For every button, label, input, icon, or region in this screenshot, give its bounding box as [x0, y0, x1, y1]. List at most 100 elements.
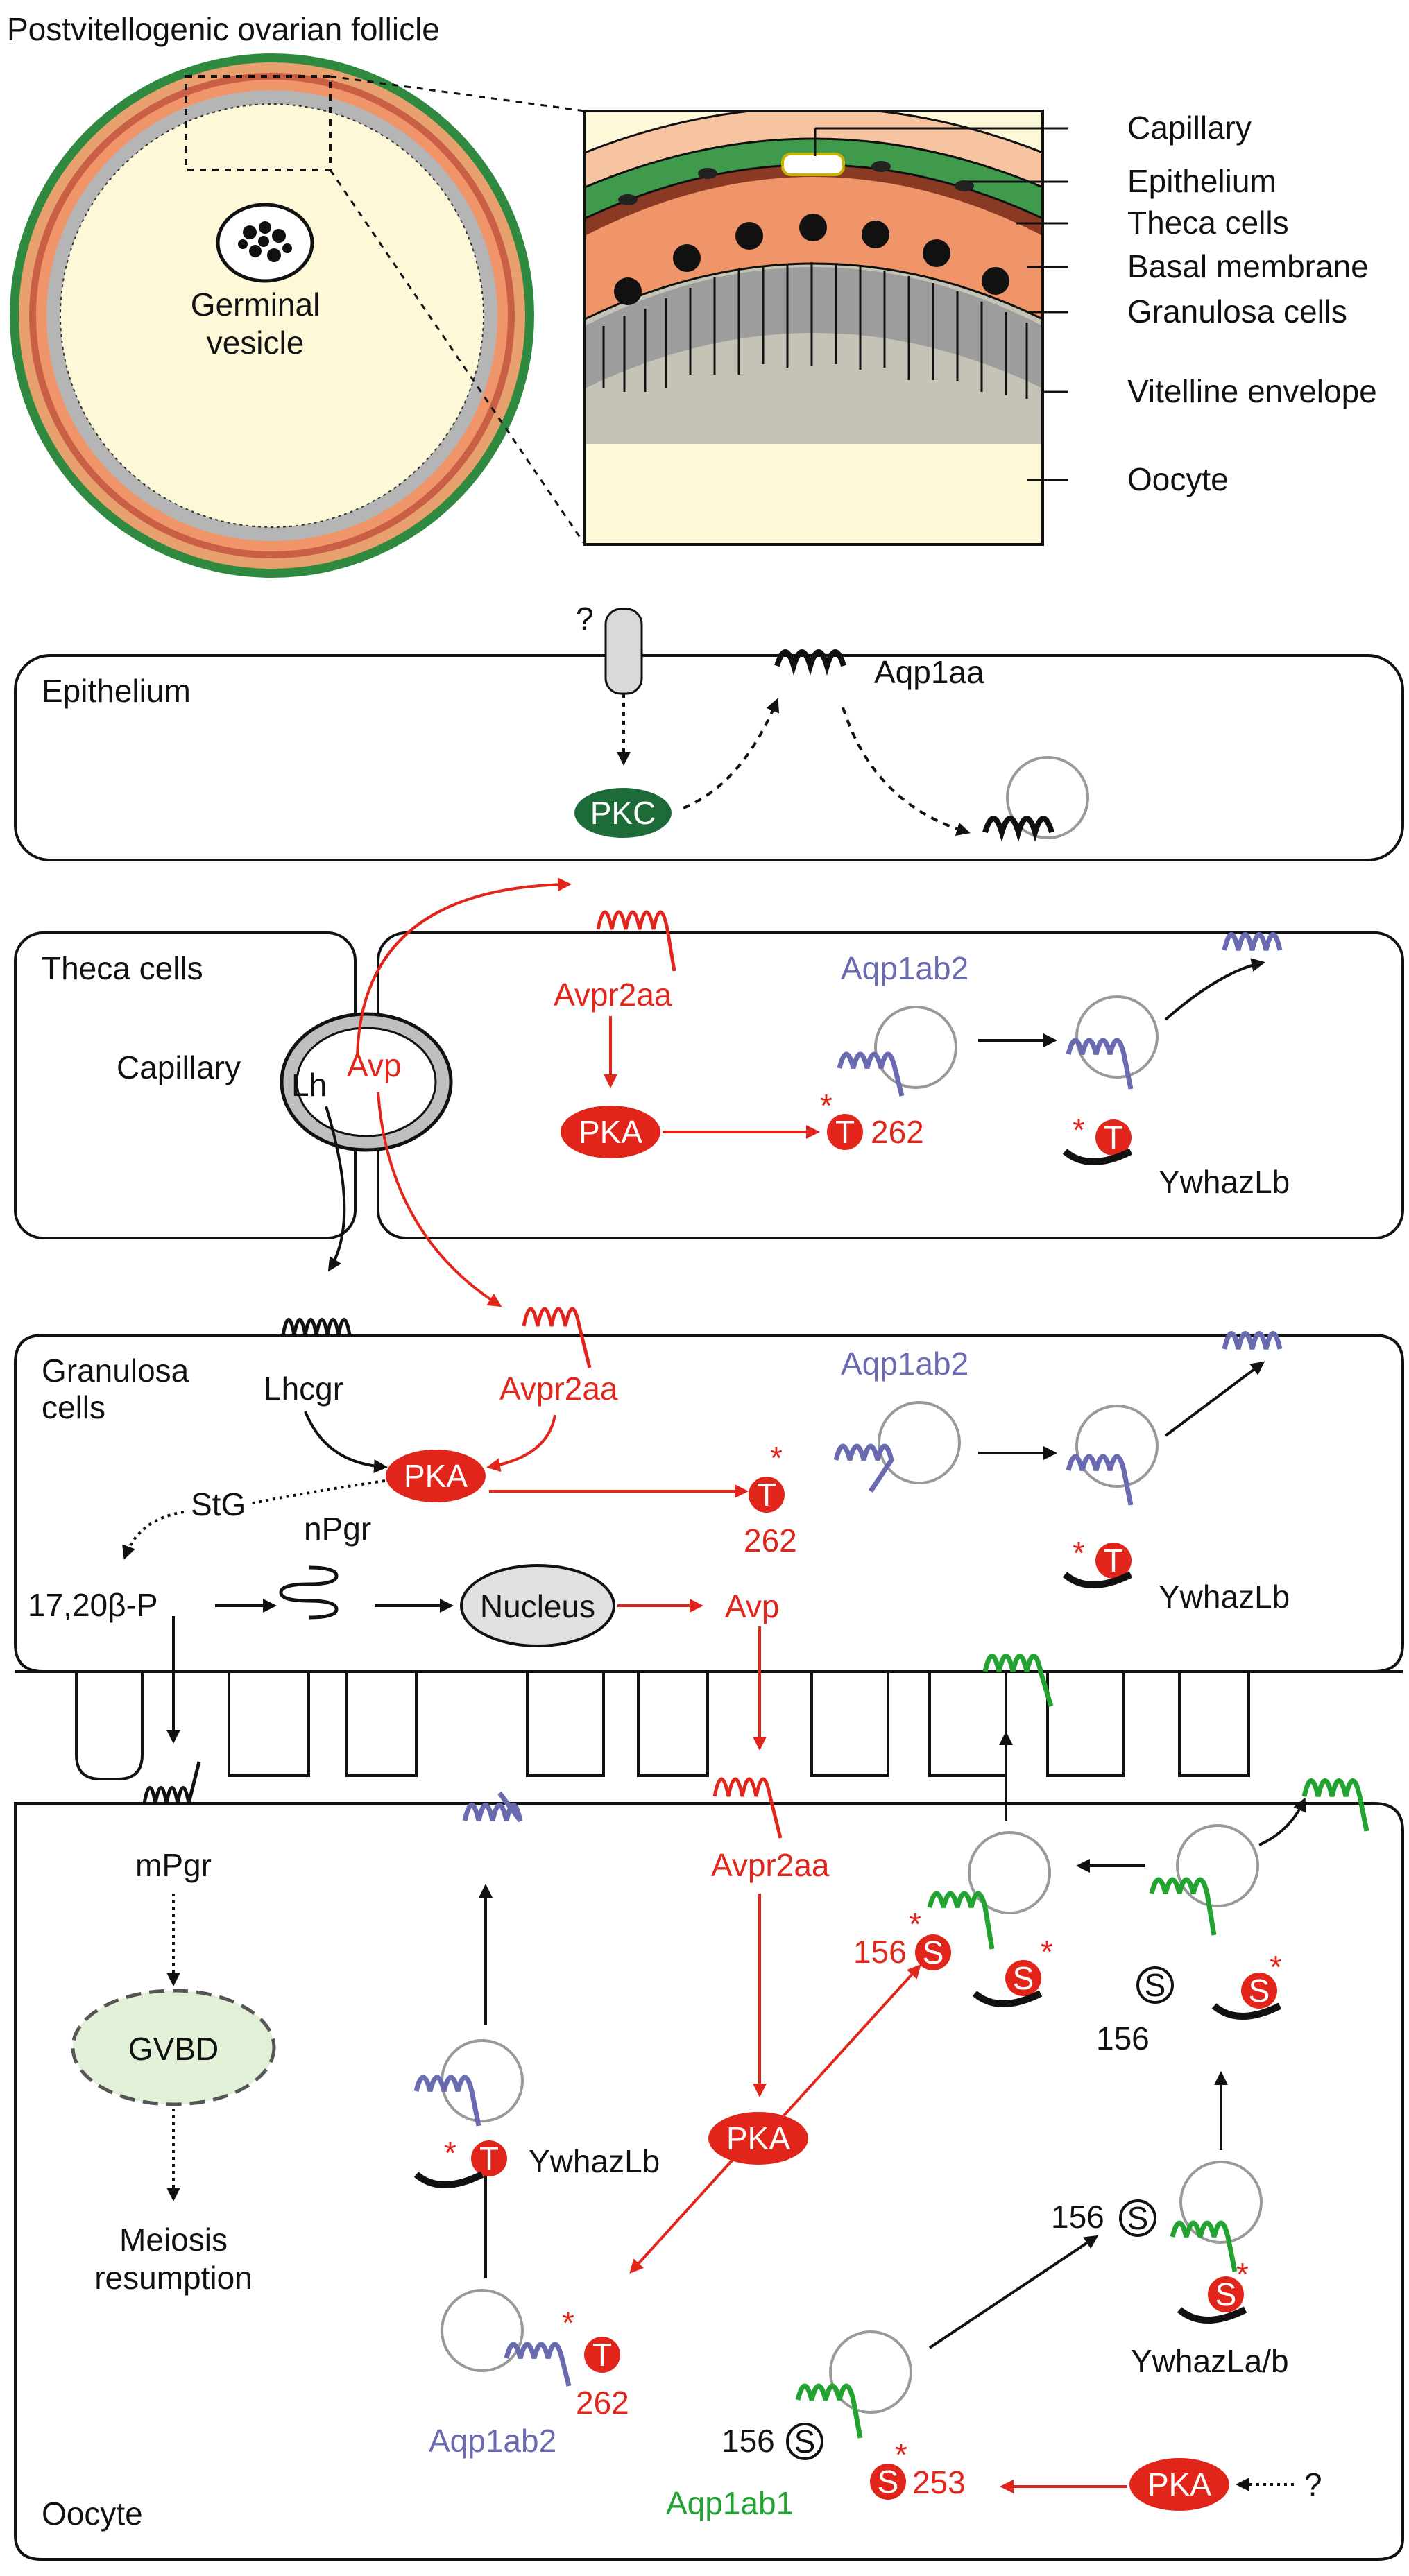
theca-star-1: * [820, 1088, 832, 1124]
site-156-a: 156 [721, 2423, 775, 2459]
avpr2aa-oocyte-label: Avpr2aa [711, 1847, 830, 1883]
legend-granulosa-cells: Granulosa cells [1127, 293, 1347, 329]
aqp1ab1-v4-icon [968, 1831, 1051, 1914]
npgr-label: nPgr [304, 1511, 371, 1547]
aqp1ab2-oocyte-channel-icon [504, 2342, 572, 2387]
aqp1ab2-theca-membrane-icon [1222, 932, 1283, 951]
ywhazlab-icon [1177, 2306, 1247, 2324]
pka-theca-label: PKA [579, 1114, 642, 1150]
avp-to-avpr-theca-arrow [356, 877, 572, 1058]
legend-vitelline-envelope: Vitelline envelope [1127, 373, 1377, 409]
ooc-star-7: * [1041, 1934, 1053, 1970]
aqp1ab2-theca-label: Aqp1ab2 [841, 950, 968, 986]
aqp1aa-channel-icon [774, 649, 846, 676]
germinal-vesicle-label-1: Germinal [191, 286, 321, 323]
aqp1ab1-oocyte-channel-icon [795, 2383, 863, 2439]
theca-label: Theca cells [42, 950, 203, 986]
aqp1ab2-gran-vesicle-icon [878, 1401, 961, 1484]
t262-gran-site: 262 [744, 1522, 797, 1559]
aqp1ab2-theca-vesicle-icon [874, 1006, 957, 1089]
ooc-star-3: * [895, 2437, 907, 2473]
gran-star-1: * [770, 1440, 783, 1476]
ywhazlb-theca-label: YwhazLb [1159, 1164, 1290, 1200]
aqp1ab1-v4-channel-icon [927, 1891, 995, 1950]
aqp1ab1-oocyte-label: Aqp1ab1 [666, 2485, 794, 2521]
s156-b-s: S [1127, 2200, 1149, 2236]
t-ywhaz-oocyte-node [471, 2140, 507, 2176]
avp-gran-label: Avp [725, 1588, 779, 1624]
aqp1ab1-v2-channel-icon [1170, 2220, 1238, 2272]
legend-theca-cells: Theca cells [1127, 205, 1289, 241]
t-ywhaz-theca-node [1095, 1119, 1132, 1156]
ooc-star-6: * [909, 1906, 921, 1942]
legend-basal-membrane: Basal membrane [1127, 248, 1369, 284]
s-ywhaz-d-node [1005, 1960, 1041, 1996]
avpr2aa-theca-icon [596, 910, 676, 972]
zoom-line-bottom [329, 169, 586, 545]
oocyte-question: ? [1304, 2466, 1322, 2502]
aqp1ab2-theca-channel-icon [837, 1051, 905, 1097]
pkc-node [574, 788, 672, 838]
ywhazlb-gran-label: YwhazLb [1159, 1579, 1290, 1615]
granulosa-label-1: Granulosa [42, 1353, 189, 1389]
npgr-icon [279, 1565, 339, 1620]
lhcgr-to-pka-arrow [304, 1411, 388, 1474]
s-ywhaz-c-node [1241, 1973, 1277, 2009]
aqp1ab1-v3-to-membrane-arrow [1258, 1797, 1306, 1846]
epithelium-question: ? [576, 601, 594, 637]
aqp-internalize-arrow [842, 707, 971, 836]
gvbd-node [71, 1989, 276, 2106]
site-156-d: 156 [853, 1934, 907, 1970]
pka-to-stg-arrow [249, 1479, 386, 1505]
ywhazlb-gran-icon [1062, 1571, 1133, 1588]
avpr2aa-gran-label: Avpr2aa [499, 1371, 618, 1407]
nucleus-label: Nucleus [480, 1588, 595, 1624]
capillary-label: Capillary [117, 1049, 241, 1085]
avp-to-avpr-granulosa-arrow [377, 1092, 502, 1307]
aqp1ab1-membrane-right-icon [1301, 1778, 1369, 1832]
s-ywhaz-b-node [1208, 2276, 1244, 2312]
zoom-region-box [185, 75, 332, 171]
chromosomes-icon [238, 221, 292, 262]
stg-to-p-arrow [122, 1511, 185, 1560]
zoom-panel [583, 110, 1044, 546]
aqp1ab2-oocyte-vesicle-icon [441, 2289, 524, 2372]
microvilli-interface [15, 1670, 1403, 1780]
t262-theca-site: 262 [871, 1114, 924, 1150]
s-ywhaz-c-s: S [1249, 1973, 1270, 2009]
s156-c-node [1136, 1966, 1174, 2004]
s156-b-node [1119, 2199, 1156, 2237]
s156-a-s: S [794, 2423, 816, 2459]
aqp1ab2-theca-channel2-icon [1066, 1038, 1134, 1090]
theca-star-2: * [1073, 1112, 1085, 1148]
pka-gran-node [386, 1450, 486, 1502]
aqp1ab1-membrane-top-icon [982, 1654, 1054, 1708]
pka-gran-label: PKA [404, 1458, 468, 1494]
ooc-star-2: * [444, 2135, 456, 2171]
aqp1ab1-v3-channel-icon [1149, 1877, 1217, 1936]
lhcgr-icon [281, 1318, 352, 1336]
meiosis-label-1: Meiosis [119, 2222, 228, 2258]
ywhazlb-oocyte-icon [413, 2171, 484, 2188]
avpr2aa-oocyte-icon [712, 1777, 783, 1839]
aqp-gran-to-membrane-arrow [1164, 1361, 1265, 1437]
pka-oocyte-node [708, 2112, 808, 2165]
aqp1ab2-gran-channel2-icon [1066, 1454, 1134, 1506]
stg-label: StG [191, 1486, 246, 1522]
mpgr-icon [142, 1761, 201, 1804]
t-ywhaz-oocyte-t: T [479, 2140, 499, 2176]
t262-theca-node [827, 1114, 863, 1150]
granulosa-label-2: cells [42, 1389, 105, 1425]
s156-c-s: S [1145, 1967, 1166, 2003]
aqp1ab2-gran-membrane-icon [1222, 1331, 1283, 1350]
ooc-star-5: * [1270, 1949, 1282, 1985]
ywhazlab-label: YwhazLa/b [1131, 2343, 1289, 2379]
aqp1ab2-theca-vesicle2-icon [1075, 995, 1159, 1079]
aqp1ab2-oocyte-label: Aqp1ab2 [429, 2423, 556, 2459]
legend-epithelium: Epithelium [1127, 163, 1276, 199]
aqp1ab1-v2-icon [1179, 2161, 1263, 2244]
s156-d-node [915, 1934, 951, 1970]
aqp1ab2-oocyte-channel2-icon [413, 2075, 481, 2127]
